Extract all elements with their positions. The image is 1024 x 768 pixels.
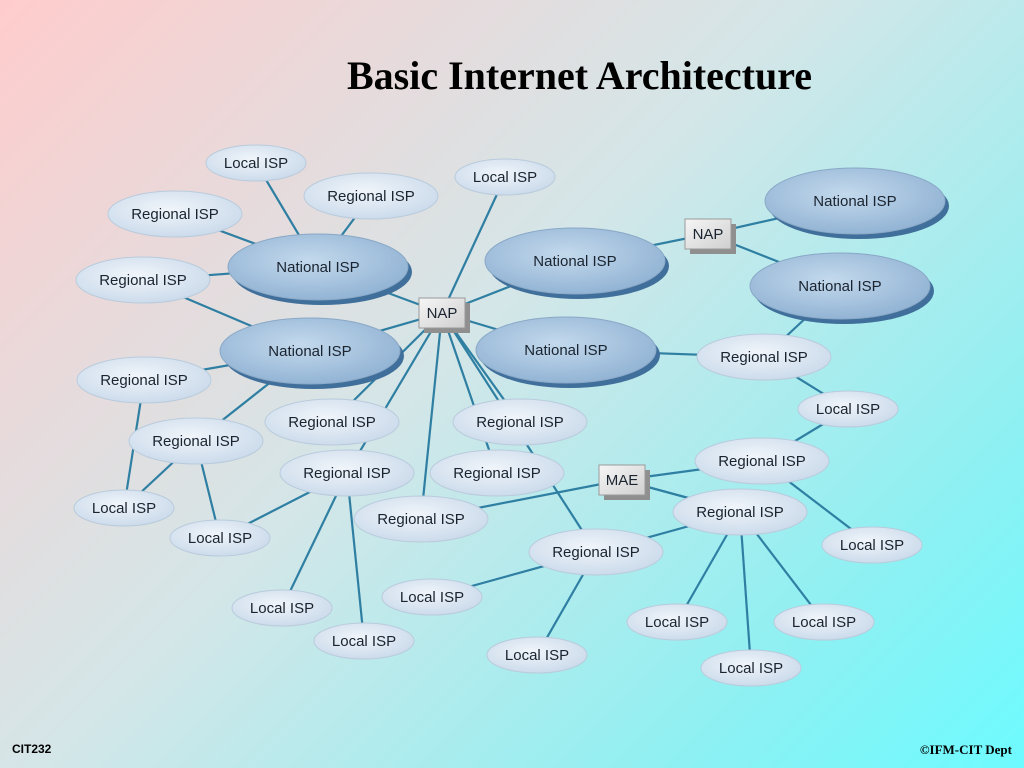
regional-label-reg6: Regional ISP: [476, 414, 564, 431]
footer-course-code: CIT232: [12, 742, 52, 756]
regional-node-reg5: Regional ISP: [264, 398, 400, 446]
national-label-nat5: National ISP: [813, 193, 896, 210]
regional-node-reg14: Regional ISP: [672, 488, 808, 536]
regional-node-reg3: Regional ISP: [75, 256, 211, 304]
local-node-loc8: Local ISP: [797, 390, 899, 428]
local-node-loc2: Local ISP: [454, 158, 556, 196]
local-node-loc7: Local ISP: [486, 636, 588, 674]
regional-label-reg3: Regional ISP: [99, 272, 187, 289]
national-node-nat2: National ISP: [219, 317, 404, 389]
local-node-loc6: Local ISP: [313, 622, 415, 660]
national-node-nat3: National ISP: [484, 227, 669, 299]
link-reg8-nap1: [346, 312, 443, 474]
local-label-loc10: Local ISP: [400, 589, 464, 606]
hub-label-nap2: NAP: [693, 226, 724, 243]
regional-node-reg8: Regional ISP: [279, 449, 415, 497]
national-node-nat1: National ISP: [227, 233, 412, 305]
regional-label-reg4: Regional ISP: [100, 372, 188, 389]
national-node-nat5: National ISP: [764, 167, 949, 239]
regional-label-reg1: Regional ISP: [131, 206, 219, 223]
regional-label-reg10: Regional ISP: [377, 511, 465, 528]
local-label-loc5: Local ISP: [250, 600, 314, 617]
regional-label-reg8: Regional ISP: [303, 465, 391, 482]
link-reg10-nap1: [419, 312, 444, 520]
local-label-loc9: Local ISP: [840, 537, 904, 554]
link-loc2-nap1: [441, 176, 506, 314]
local-label-loc8: Local ISP: [816, 401, 880, 418]
hub-label-nap1: NAP: [427, 305, 458, 322]
local-label-loc2: Local ISP: [473, 169, 537, 186]
hub-node-mae: MAE: [598, 464, 650, 500]
regional-node-reg6: Regional ISP: [452, 398, 588, 446]
hub-node-nap2: NAP: [684, 218, 736, 254]
link-reg8-loc6: [345, 472, 366, 642]
regional-node-reg1: Regional ISP: [107, 190, 243, 238]
local-node-loc1: Local ISP: [205, 144, 307, 182]
local-node-loc11: Local ISP: [626, 603, 728, 641]
regional-node-reg13: Regional ISP: [694, 437, 830, 485]
regional-label-reg5: Regional ISP: [288, 414, 376, 431]
local-label-loc7: Local ISP: [505, 647, 569, 664]
local-label-loc3: Local ISP: [92, 500, 156, 517]
local-node-loc3: Local ISP: [73, 489, 175, 527]
footer-copyright: ©IFM-CIT Dept: [919, 742, 1012, 757]
hub-label-mae: MAE: [606, 472, 639, 489]
local-node-loc5: Local ISP: [231, 589, 333, 627]
regional-node-reg2: Regional ISP: [303, 172, 439, 220]
local-node-loc4: Local ISP: [169, 519, 271, 557]
local-node-loc13: Local ISP: [700, 649, 802, 687]
link-reg9-nap1: [440, 312, 499, 474]
regional-node-reg4: Regional ISP: [76, 356, 212, 404]
slide-title: Basic Internet Architecture: [346, 53, 813, 98]
national-label-nat2: National ISP: [268, 343, 351, 360]
local-label-loc11: Local ISP: [645, 614, 709, 631]
national-node-nat4: National ISP: [475, 316, 660, 388]
regional-label-reg12: Regional ISP: [720, 349, 808, 366]
national-label-nat6: National ISP: [798, 278, 881, 295]
local-label-loc1: Local ISP: [224, 155, 288, 172]
hub-node-nap1: NAP: [418, 297, 470, 333]
regional-node-reg11: Regional ISP: [528, 528, 664, 576]
local-label-loc6: Local ISP: [332, 633, 396, 650]
regional-label-reg9: Regional ISP: [453, 465, 541, 482]
local-node-loc9: Local ISP: [821, 526, 923, 564]
local-label-loc13: Local ISP: [719, 660, 783, 677]
national-label-nat1: National ISP: [276, 259, 359, 276]
local-node-loc12: Local ISP: [773, 603, 875, 641]
regional-label-reg13: Regional ISP: [718, 453, 806, 470]
national-label-nat3: National ISP: [533, 253, 616, 270]
regional-label-reg2: Regional ISP: [327, 188, 415, 205]
regional-node-reg10: Regional ISP: [353, 495, 489, 543]
regional-node-reg12: Regional ISP: [696, 333, 832, 381]
local-label-loc4: Local ISP: [188, 530, 252, 547]
national-node-nat6: National ISP: [749, 252, 934, 324]
regional-label-reg7: Regional ISP: [152, 433, 240, 450]
regional-node-reg7: Regional ISP: [128, 417, 264, 465]
national-label-nat4: National ISP: [524, 342, 607, 359]
regional-label-reg14: Regional ISP: [696, 504, 784, 521]
local-label-loc12: Local ISP: [792, 614, 856, 631]
regional-node-reg9: Regional ISP: [429, 449, 565, 497]
link-reg15-loc13: [738, 511, 753, 669]
regional-label-reg11: Regional ISP: [552, 544, 640, 561]
local-node-loc10: Local ISP: [381, 578, 483, 616]
